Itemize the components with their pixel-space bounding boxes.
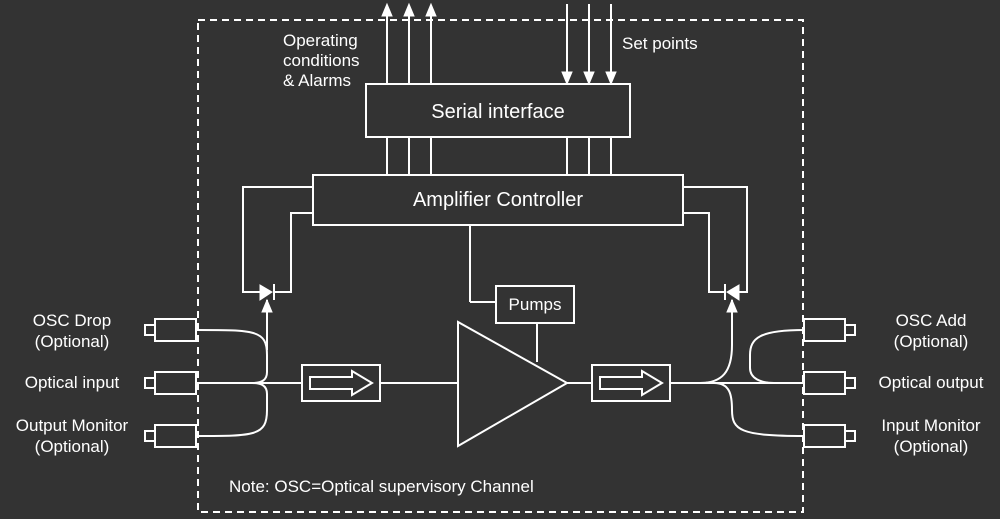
amplifier-triangle xyxy=(457,320,570,448)
output-monitor-label: Output Monitor xyxy=(16,416,129,435)
operating-conditions-label-3: & Alarms xyxy=(283,71,351,90)
right-connectors xyxy=(803,318,856,448)
right-photodiode-icon xyxy=(726,284,740,301)
right-photodiode xyxy=(683,186,748,345)
output-monitor-optional-label: (Optional) xyxy=(35,437,110,456)
pumps-box xyxy=(495,285,575,324)
amplifier-controller-box xyxy=(312,174,684,226)
amplifier-controller-label: Amplifier Controller xyxy=(413,189,583,211)
osc-drop-label: OSC Drop xyxy=(33,311,111,330)
optical-output-connector xyxy=(803,371,846,395)
serial-interface-label: Serial interface xyxy=(431,101,564,123)
setpoint-input-arrows xyxy=(561,4,617,86)
module-boundary xyxy=(197,19,804,513)
output-isolator xyxy=(591,364,671,402)
optical-input-connector xyxy=(154,371,197,395)
osc-drop-optional-label: (Optional) xyxy=(35,332,110,351)
left-coupler-fibers xyxy=(195,329,302,437)
osc-add-label: OSC Add xyxy=(896,311,967,330)
osc-add-connector xyxy=(803,318,846,342)
input-monitor-connector xyxy=(803,424,846,448)
left-photodiode-icon xyxy=(259,284,273,301)
operating-conditions-label-2: conditions xyxy=(283,51,360,70)
osc-add-optional-label: (Optional) xyxy=(894,332,969,351)
control-bus-lines xyxy=(386,137,612,175)
left-connectors xyxy=(144,318,197,448)
osc-drop-connector xyxy=(154,318,197,342)
input-monitor-label: Input Monitor xyxy=(881,416,981,435)
set-points-label: Set points xyxy=(622,34,698,53)
status-output-arrows xyxy=(381,2,437,83)
serial-interface-box xyxy=(365,83,631,138)
osc-note: Note: OSC=Optical supervisory Channel xyxy=(229,477,534,496)
right-coupler-fibers xyxy=(670,329,805,437)
input-isolator xyxy=(301,364,381,402)
output-monitor-connector xyxy=(154,424,197,448)
optical-input-label: Optical input xyxy=(25,373,120,392)
pumps-label: Pumps xyxy=(509,295,562,314)
left-photodiode xyxy=(242,186,313,350)
input-monitor-optional-label: (Optional) xyxy=(894,437,969,456)
operating-conditions-label-1: Operating xyxy=(283,31,358,50)
optical-output-label: Optical output xyxy=(879,373,984,392)
